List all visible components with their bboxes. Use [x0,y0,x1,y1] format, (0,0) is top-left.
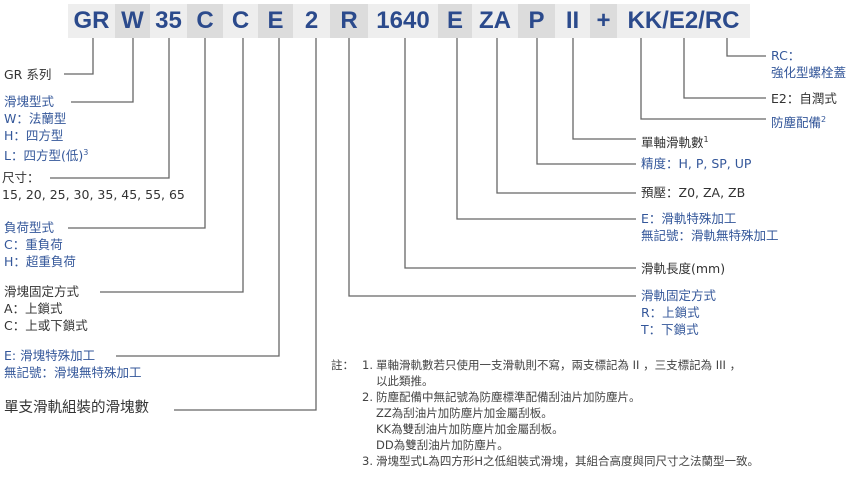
code-segment-rails-per-axis: II [555,4,590,38]
rail-fixing-item: T：下鎖式 [641,322,699,337]
code-segment-block-processing: E [258,4,293,38]
label-series: GR 系列 [4,67,52,82]
label-rails-per-axis: 單軸滑軌數1 [641,135,709,151]
load-type-title: 負荷型式 [4,220,55,235]
note-line: 滑塊型式L為四方形H之低組裝式滑塊，其組合高度與同尺寸之法蘭型一致。 [376,454,760,468]
code-segment-preload: ZA [472,4,518,38]
label-rail-processing: E：滑軌特殊加工 無記號：滑軌無特殊加工 [641,210,779,244]
note-number: 2. [362,390,373,404]
note-number: 1. [362,358,373,372]
note-number: 3. [362,454,373,468]
block-type-title: 滑塊型式 [4,94,55,109]
code-segment-plus: + [590,4,617,38]
code-segment-block-count: 2 [293,4,330,38]
code-segment-load-type: C [187,4,223,38]
code-segment-accessories: KK/E2/RC [617,4,750,38]
code-segment-rail-fixing: R [330,4,368,38]
rail-fixing-title: 滑軌固定方式 [641,288,717,303]
size-values: 15, 20, 25, 30, 35, 45, 55, 65 [2,187,185,202]
note-line: 單軸滑軌數若只使用一支滑軌則不寫，兩支標記為 II ，三支標記為 III ， [376,358,742,372]
load-type-item: C：重負荷 [4,237,63,252]
notes-label: 註： [331,358,354,372]
label-e2: E2：自潤式 [771,91,837,106]
note-line: 以此類推。 [376,374,434,388]
code-segment-block-fixing: C [223,4,258,38]
block-fixing-item: C：上或下鎖式 [4,318,88,333]
note-line: ZZ為刮油片加防塵片加金屬刮板。 [376,406,553,420]
code-segment-block-type: W [115,4,150,38]
label-rail-fixing: 滑軌固定方式 R：上鎖式 T：下鎖式 [641,287,716,338]
note-line: KK為雙刮油片加防塵片加金屬刮板。 [376,422,564,436]
note-line: 防塵配備中無記號為防塵標準配備刮油片加防塵片。 [376,390,641,404]
block-processing-item: 無記號：滑塊無特殊加工 [4,365,142,380]
label-accuracy: 精度：H, P, SP, UP [641,156,752,171]
rail-processing-item: 無記號：滑軌無特殊加工 [641,228,779,243]
code-segment-accuracy: P [518,4,555,38]
rc-title: RC： [771,48,801,63]
block-type-item: H：四方型 [4,128,64,143]
label-block-fixing: 滑塊固定方式 A：上鎖式 C：上或下鎖式 [4,283,88,334]
code-segment-series: GR [68,4,115,38]
block-type-item: W：法蘭型 [4,111,67,126]
label-block-type: 滑塊型式 W：法蘭型 H：四方型 L：四方型(低)3 [4,93,88,164]
label-block-processing: E: 滑塊特殊加工 無記號：滑塊無特殊加工 [4,347,142,381]
load-type-item: H：超重負荷 [4,254,76,269]
label-rc: RC： 強化型螺栓蓋 [771,47,846,81]
block-processing-title: E: 滑塊特殊加工 [4,348,96,363]
block-fixing-title: 滑塊固定方式 [4,284,80,299]
block-fixing-item: A：上鎖式 [4,301,63,316]
code-segment-rail-processing: E [438,4,472,38]
note-line: DD為雙刮油片加防塵片。 [376,438,509,452]
code-segment-rail-length: 1640 [368,4,438,38]
label-dust-protection: 防塵配備2 [771,115,827,131]
size-title: 尺寸： [2,170,40,185]
notes: 註： 1.單軸滑軌數若只使用一支滑軌則不寫，兩支標記為 II ，三支標記為 III… [331,357,759,469]
rail-fixing-item: R：上鎖式 [641,305,700,320]
rc-desc: 強化型螺栓蓋 [771,65,847,80]
label-blocks-per-rail: 單支滑軌組裝的滑塊數 [4,400,149,416]
label-rail-length: 滑軌長度(mm) [641,261,726,276]
label-preload: 預壓：Z0, ZA, ZB [641,185,746,200]
label-size: 尺寸： 15, 20, 25, 30, 35, 45, 55, 65 [2,169,185,203]
rail-processing-title: E：滑軌特殊加工 [641,211,737,226]
label-load-type: 負荷型式 C：重負荷 H：超重負荷 [4,219,76,270]
block-type-item: L：四方型(低)3 [4,148,89,164]
code-segment-size: 35 [150,4,187,38]
